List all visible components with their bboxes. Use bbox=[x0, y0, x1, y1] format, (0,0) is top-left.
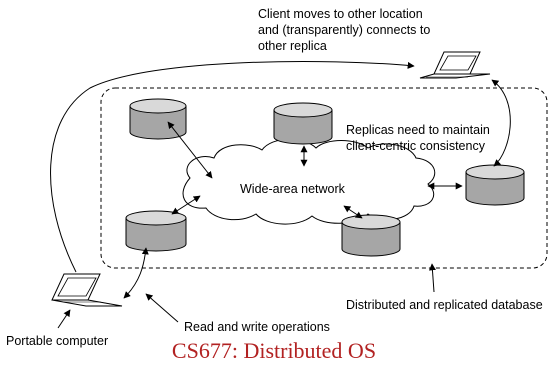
portable-computer-label: Portable computer bbox=[6, 334, 108, 348]
replica-database-top-center bbox=[273, 102, 333, 145]
replica-database-right bbox=[465, 164, 525, 206]
client-moves-line: Client moves to other location bbox=[258, 7, 423, 21]
slide-footer-title: CS677: Distributed OS bbox=[171, 338, 377, 363]
read-write-label: Read and write operations bbox=[184, 320, 330, 334]
distributed-database-label: Distributed and replicated database bbox=[346, 298, 543, 312]
moved-laptop-icon bbox=[419, 51, 491, 79]
arrow-moved-laptop-to-replica bbox=[491, 79, 511, 167]
replica-database-top-left bbox=[129, 98, 187, 140]
network-label: Wide-area network bbox=[240, 182, 346, 196]
database-boundary bbox=[100, 87, 548, 269]
replicas-label: Replicas need to maintain client-centric… bbox=[346, 123, 493, 153]
pointer-database bbox=[428, 263, 436, 293]
arrow-laptop-to-replica bbox=[123, 247, 149, 299]
arrow-topleft-network bbox=[167, 121, 213, 179]
replica-database-bottom-left bbox=[125, 210, 187, 252]
arrow-client-moves bbox=[50, 61, 415, 273]
replica-database-bottom-center bbox=[341, 214, 401, 257]
portable-computer-icon bbox=[51, 273, 123, 307]
client-moves-line: other replica bbox=[258, 39, 327, 53]
pointer-read-write bbox=[145, 293, 179, 323]
client-moves-line: and (transparently) connects to bbox=[258, 23, 430, 37]
replicas-line: Replicas need to maintain bbox=[346, 123, 490, 137]
arrow-network-bottomcenter bbox=[343, 205, 363, 219]
arrow-network-bottomleft bbox=[171, 195, 201, 215]
pointer-portable bbox=[57, 309, 71, 329]
client-moves-label: Client moves to other location and (tran… bbox=[258, 7, 434, 53]
replicas-line: client-centric consistency bbox=[346, 139, 486, 153]
